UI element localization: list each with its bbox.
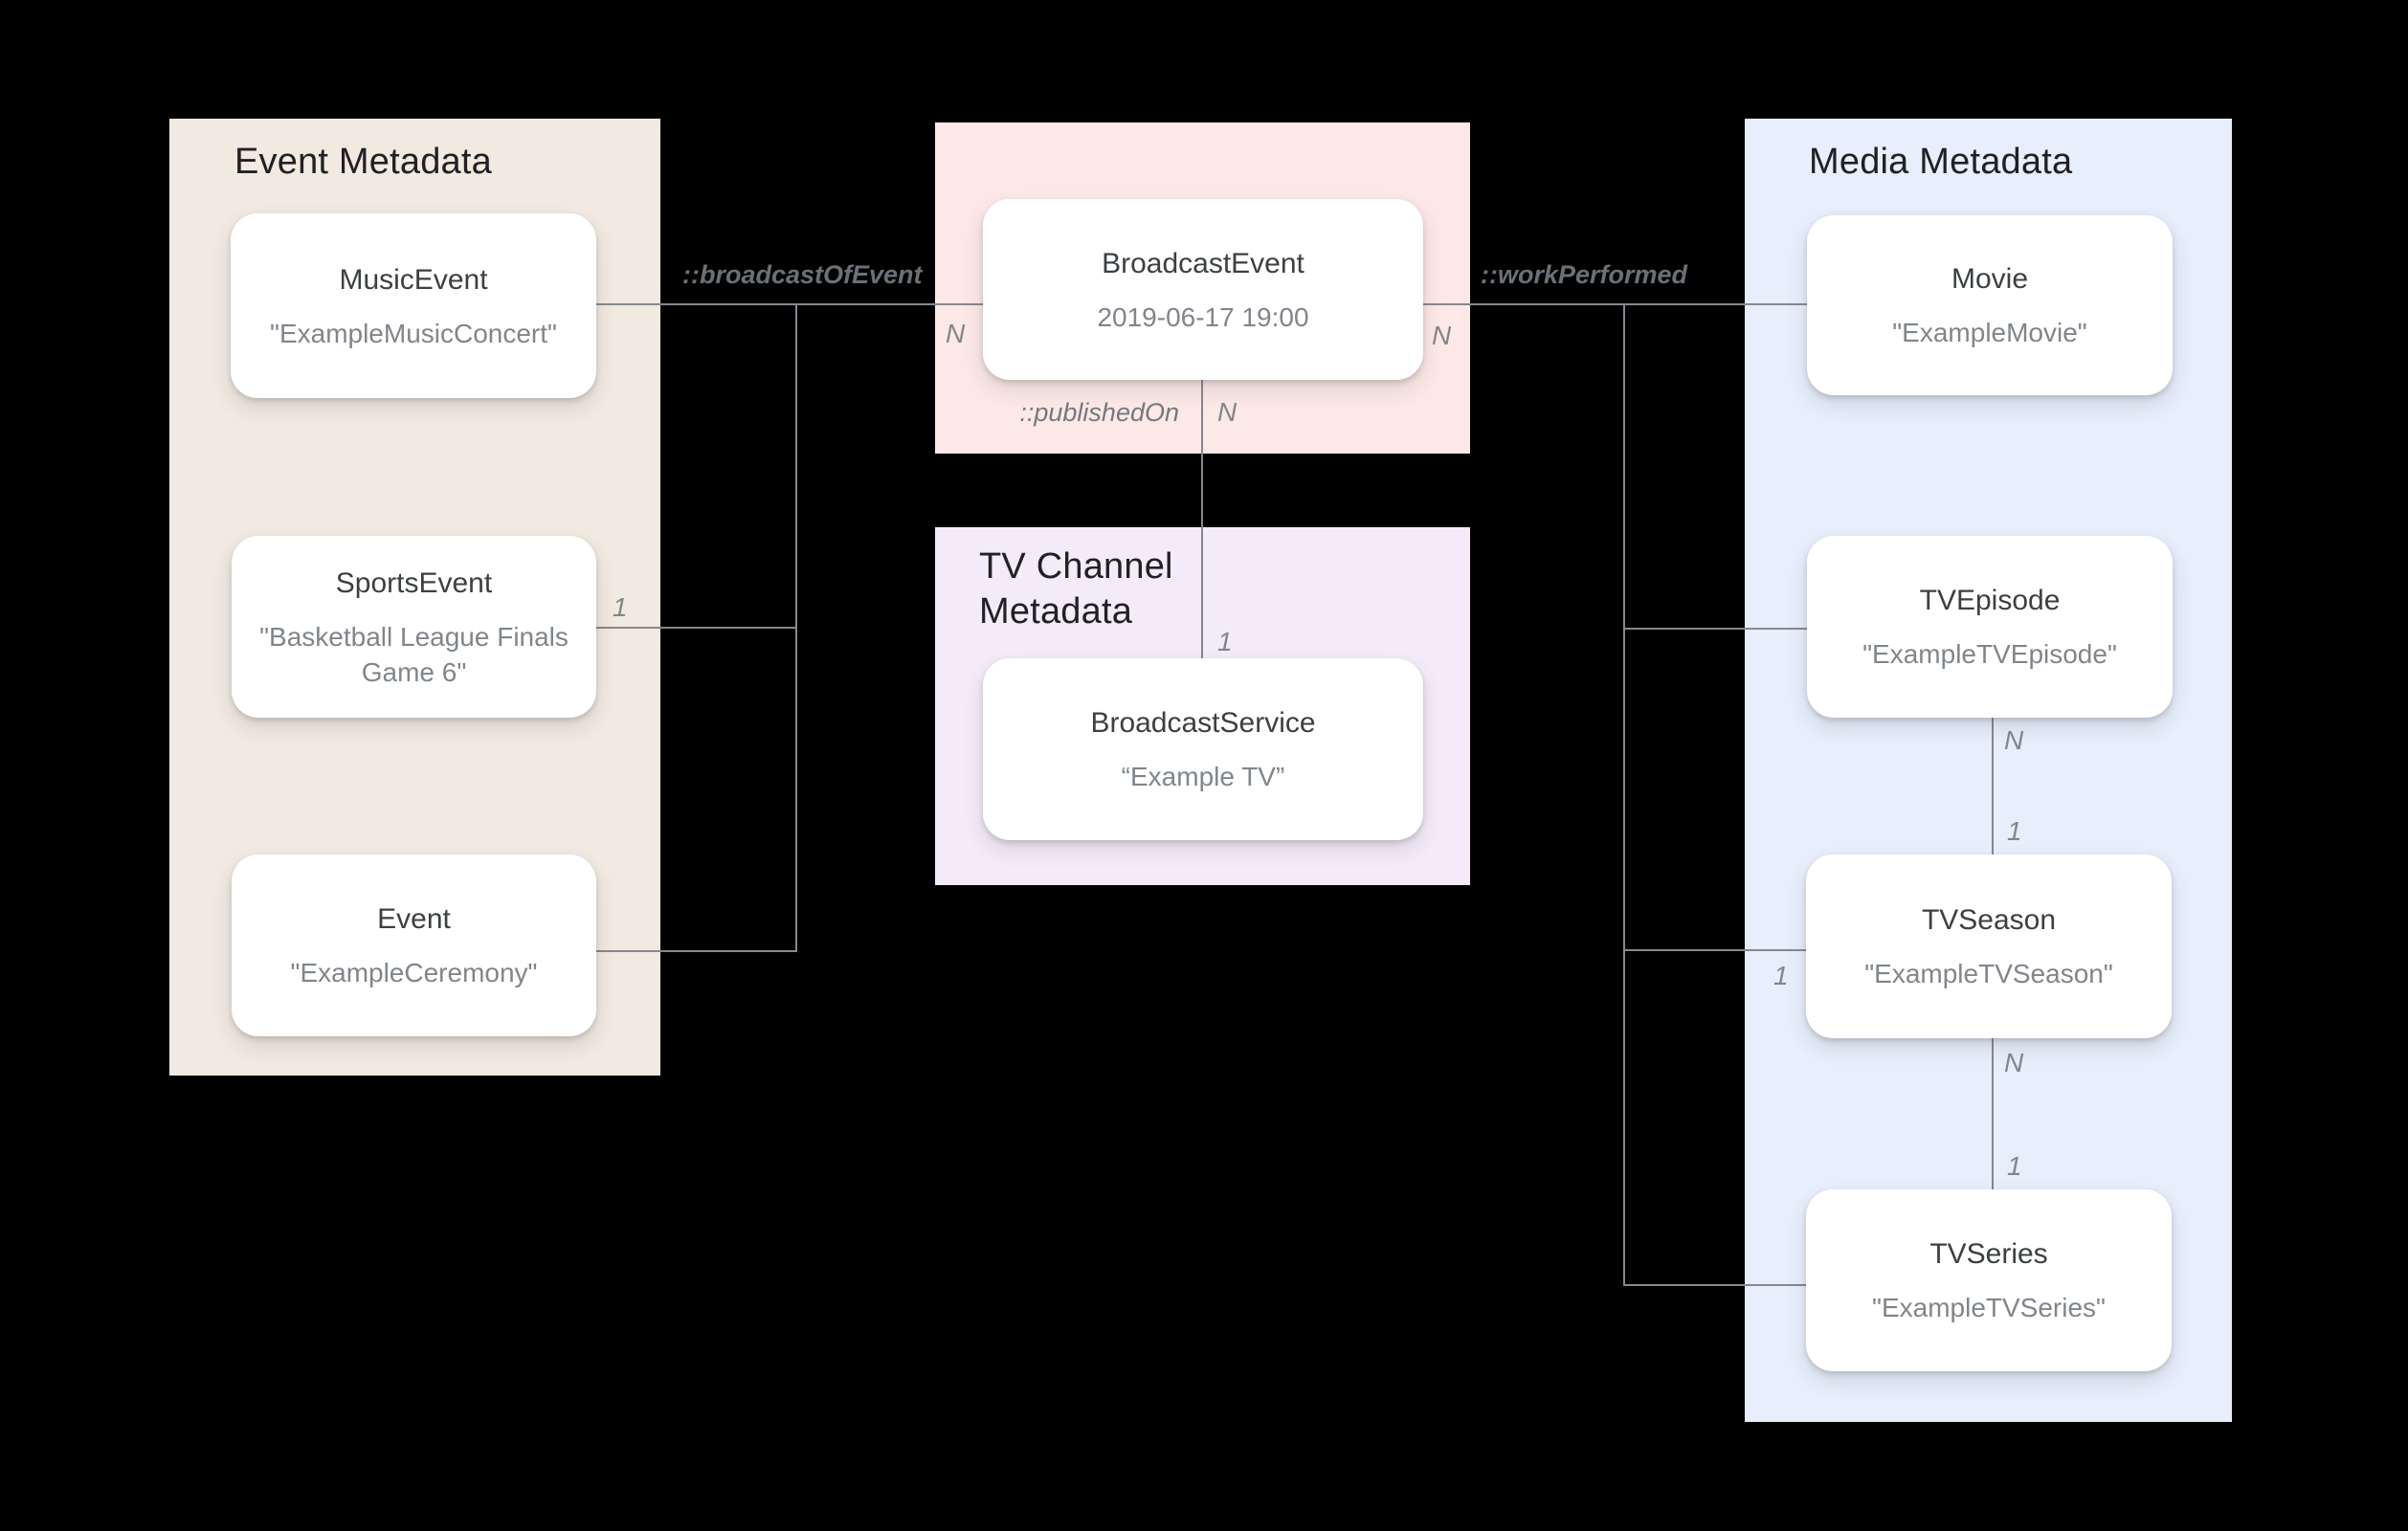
node-broadcast-event-title: BroadcastEvent	[1102, 247, 1304, 279]
node-movie-title: Movie	[1951, 263, 2029, 295]
edge-broadcastevent-to-movie	[1423, 303, 1807, 305]
edge-tvseason-to-tvseries	[1992, 1038, 1994, 1189]
node-event-title: Event	[377, 903, 451, 935]
cardinality-season-series-n: N	[2004, 1048, 2024, 1077]
cardinality-tvseason-1: 1	[1773, 961, 1789, 990]
node-tv-episode-title: TVEpisode	[1919, 585, 2061, 616]
cardinality-episode-season-n: N	[2004, 725, 2024, 755]
cardinality-workperformed-n: N	[1432, 321, 1452, 350]
node-movie-value: "ExampleMovie"	[1892, 318, 2087, 347]
node-sports-event-value: "Basketball League Finals Game 6"	[259, 621, 569, 687]
relationship-label-publishedon: ::publishedOn	[1019, 398, 1179, 427]
cardinality-broadcastofevent-n: N	[946, 319, 966, 348]
panel-tv-channel-metadata-title: TV Channel Metadata	[979, 546, 1173, 632]
node-event-value: "ExampleCeremony"	[290, 958, 538, 987]
edge-trunk-to-tvseason	[1623, 949, 1806, 951]
edge-music-to-broadcastevent	[596, 303, 983, 305]
node-tv-season: TVSeason "ExampleTVSeason"	[1806, 854, 2172, 1038]
cardinality-publishedon-1: 1	[1217, 627, 1233, 656]
cardinality-season-series-1: 1	[2007, 1151, 2022, 1181]
edge-broadcastevent-to-service	[1201, 380, 1203, 658]
edge-right-trunk	[1623, 303, 1625, 1286]
node-music-event-value: "ExampleMusicConcert"	[270, 318, 557, 348]
node-sports-event-title: SportsEvent	[335, 566, 493, 599]
node-event: Event "ExampleCeremony"	[232, 854, 596, 1036]
node-movie: Movie "ExampleMovie"	[1807, 215, 2173, 395]
node-broadcast-event: BroadcastEvent 2019-06-17 19:00	[983, 199, 1423, 380]
node-tv-episode-value: "ExampleTVEpisode"	[1862, 639, 2117, 669]
node-music-event: MusicEvent "ExampleMusicConcert"	[231, 213, 596, 398]
cardinality-publishedon-n: N	[1217, 397, 1237, 427]
node-tv-series-value: "ExampleTVSeries"	[1872, 1293, 2106, 1322]
node-broadcast-service-value: “Example TV”	[1121, 762, 1285, 791]
edge-trunk-to-tvseries	[1623, 1284, 1806, 1286]
edge-sports-to-trunk	[596, 627, 797, 629]
node-tv-episode: TVEpisode "ExampleTVEpisode"	[1807, 536, 2173, 718]
node-broadcast-service-title: BroadcastService	[1090, 707, 1316, 739]
relationship-label-workperformed: ::workPerformed	[1480, 260, 1688, 289]
node-tv-series-title: TVSeries	[1929, 1238, 2048, 1270]
node-music-event-title: MusicEvent	[339, 263, 488, 296]
panel-event-metadata-title: Event Metadata	[234, 142, 492, 182]
cardinality-episode-season-1: 1	[2007, 816, 2022, 846]
node-broadcast-service: BroadcastService “Example TV”	[983, 658, 1423, 840]
relationship-label-broadcastofevent: ::broadcastOfEvent	[682, 260, 923, 289]
node-broadcast-event-value: 2019-06-17 19:00	[1097, 301, 1309, 332]
edge-tvepisode-to-tvseason	[1992, 718, 1994, 854]
node-sports-event: SportsEvent "Basketball League Finals Ga…	[232, 536, 596, 718]
node-tv-season-title: TVSeason	[1921, 904, 2057, 936]
cardinality-sportsevent-1: 1	[613, 592, 628, 622]
edge-event-to-trunk	[596, 950, 797, 952]
node-tv-season-value: "ExampleTVSeason"	[1864, 959, 2113, 988]
edge-trunk-to-tvepisode	[1623, 628, 1807, 630]
panel-media-metadata-title: Media Metadata	[1809, 142, 2073, 182]
node-tv-series: TVSeries "ExampleTVSeries"	[1806, 1189, 2172, 1371]
